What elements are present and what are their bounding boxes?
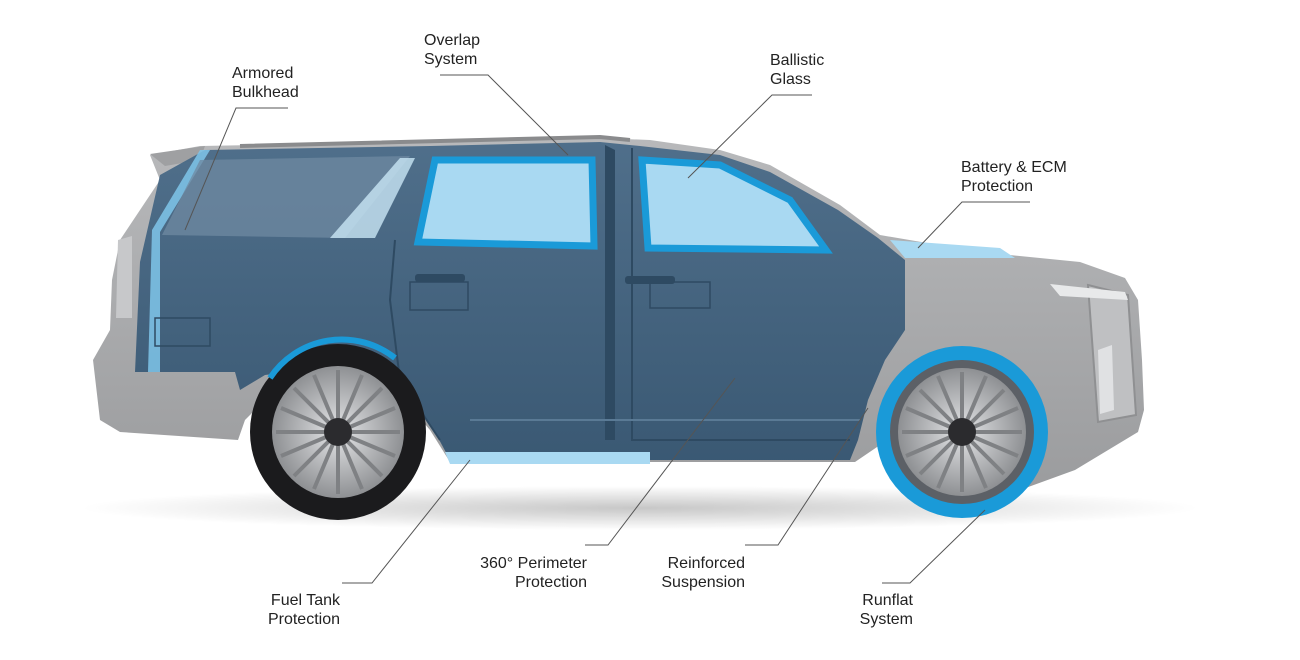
label-overlap-system: Overlap System (424, 32, 481, 68)
leader-ballistic-glass (687, 94, 812, 179)
rear-window-overlap (413, 156, 598, 250)
label-ballistic-glass: Ballistic Glass (770, 52, 825, 88)
ground-shadow (80, 486, 1200, 530)
battery-ecm-highlight (890, 240, 1015, 258)
leader-lines (184, 74, 1030, 584)
headlight (1050, 284, 1128, 300)
rear-wheel (250, 336, 426, 520)
rear-door-panel (409, 281, 469, 311)
leader-overlap-system (440, 74, 569, 156)
roof-rail (239, 134, 631, 148)
front-window-overlap (638, 156, 833, 254)
label-armored-bulkhead: Armored Bulkhead (232, 65, 299, 101)
front-door-window (642, 160, 826, 250)
fuel-tank-plate (445, 452, 650, 464)
leader-fuel-tank (342, 459, 471, 584)
label-runflat: Runflat System (859, 592, 913, 628)
leader-suspension (745, 407, 869, 546)
door-seam-front (631, 148, 850, 441)
leader-perimeter (585, 377, 736, 546)
leader-armored-bulkhead (184, 107, 288, 231)
front-wheel (876, 346, 1048, 518)
bulkhead-highlight (148, 150, 210, 372)
front-door-panel (649, 281, 711, 309)
tail-light (116, 236, 132, 318)
quarter-panel-box (154, 317, 211, 347)
label-battery-ecm: Battery & ECM Protection (961, 159, 1067, 195)
label-fuel-tank: Fuel Tank Protection (267, 592, 340, 628)
label-perimeter: 360° Perimeter Protection (480, 555, 587, 591)
b-pillar (605, 145, 615, 440)
label-suspension: Reinforced Suspension (661, 555, 745, 591)
leader-runflat (882, 509, 986, 584)
rear-door-window (418, 160, 594, 246)
front-bumper-light (1098, 345, 1114, 414)
rear-door-handle (415, 274, 465, 282)
leader-battery-ecm (917, 201, 1030, 249)
c-pillar-glass (330, 158, 415, 238)
